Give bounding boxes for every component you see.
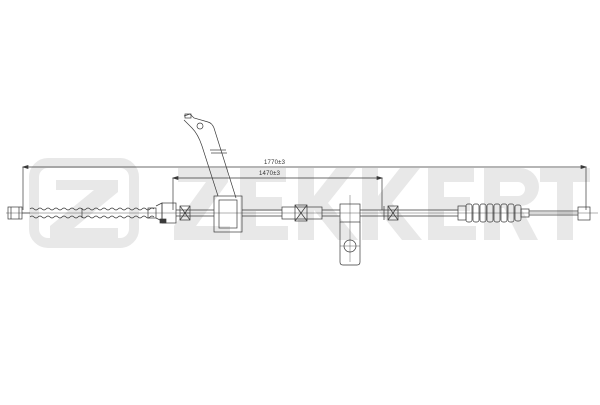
left-spring [22,207,155,219]
cable-drawing [6,113,598,266]
sleeve-crimp-2 [281,204,340,222]
inner-cable-right [529,206,591,221]
dimension-label-overall: 1770±3 [264,160,286,166]
left-connector [147,202,214,224]
center-grommet [213,195,282,233]
dimension-sheath [171,176,384,210]
crimp-3 [383,205,399,221]
right-bellows-boot [457,203,530,223]
watermark [29,158,590,248]
dimension-label-sheath: 1470±3 [259,171,281,177]
mounting-bracket [339,195,458,266]
angled-bracket [183,113,237,199]
crimp-1 [179,205,191,221]
watermark-z-logo [29,158,139,248]
dimension-overall [21,165,588,210]
